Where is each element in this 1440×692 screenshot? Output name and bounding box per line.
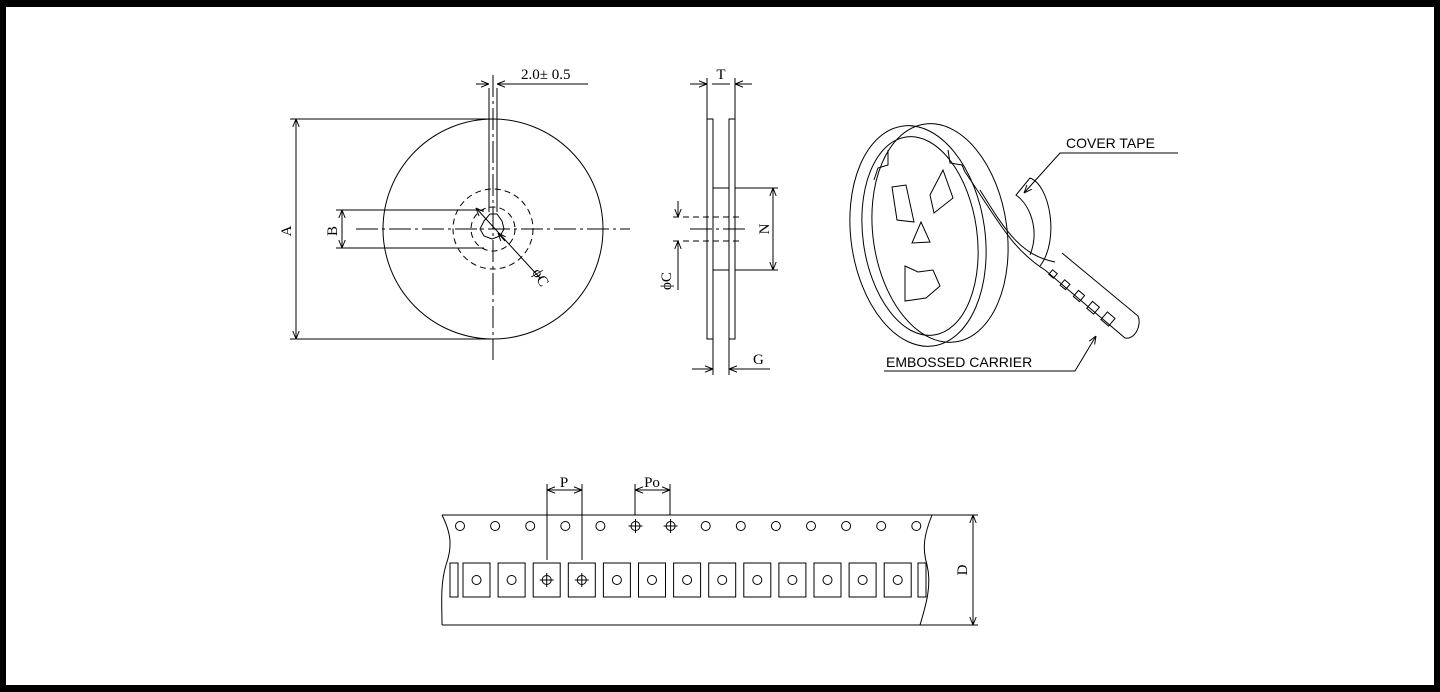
reel-window-3 [911,220,931,244]
label-slot-width: 2.0± 0.5 [521,67,570,83]
label-c-front: ϕC [529,266,552,290]
carrier-pocket-5 [1100,311,1116,327]
pocket-hole [752,575,763,585]
pocket [497,562,526,598]
carrier-leader [884,336,1096,372]
sprocket-hole [770,521,781,531]
sprocket-hole [806,521,816,531]
pocket-hole [857,575,868,585]
reel-side-view: ϕC T N G [659,67,778,375]
reel-front-view: A B ϕC 2.0± 0.5 [279,67,630,360]
pocket-hole-crosshair [574,573,589,587]
pocket-hole [506,575,517,585]
label-cover-tape: COVER TAPE [1066,135,1155,151]
pocket-hole [682,575,693,585]
sprocket-hole [911,521,922,531]
label-b: B [325,226,341,236]
label-a: A [279,225,295,236]
pocket [602,562,631,598]
tape-wrap-inner [979,189,1056,263]
label-embossed-carrier: EMBOSSED CARRIER [886,354,1032,370]
pocket [848,562,877,598]
reel-3d-inner-rim [861,136,979,336]
pocket-hole-crosshair [539,573,554,587]
pocket [708,562,737,598]
carrier-tape [1044,252,1140,339]
pocket-hole [892,575,903,585]
sprocket-hole [525,521,536,531]
tape-wrap-outer [964,171,1046,271]
tape-left-break [441,514,451,626]
sprocket-hole [455,521,465,531]
label-c-side: ϕC [659,272,675,290]
pocket-hole [611,575,622,585]
pocket [532,562,561,598]
label-p: P [560,475,568,491]
component-pockets [449,562,927,598]
sprocket-hole [595,521,606,531]
sprocket-hole [841,521,852,531]
dim-c-arrow-inner [498,233,505,242]
pocket-hole [647,575,657,585]
carrier-pocket-4 [1086,300,1101,315]
pocket-hole [471,575,482,585]
reel-3d-back-flange [871,123,1009,343]
pocket [462,562,491,598]
carrier-pocket-1 [1048,269,1058,279]
pocket [883,562,912,598]
sprocket-hole [876,521,887,531]
carrier-pocket-2 [1059,279,1071,291]
label-t: T [716,67,725,83]
pocket [638,562,666,598]
reel-3d-notch-left [873,150,889,181]
pocket [673,562,702,598]
sprocket-hole-crosshair [628,519,643,533]
pocket [778,562,807,598]
sprocket-hole [490,521,501,531]
pocket-hole [717,575,728,585]
partial-pocket [449,562,459,598]
cover-tape [1015,177,1052,267]
reel-3d-view: COVER TAPE EMBOSSED CARRIER [849,123,1178,372]
carrier-tape-strip: P Po D [441,475,978,626]
sprocket-holes [455,519,922,533]
label-po: Po [644,475,660,491]
reel-window-1 [891,184,915,223]
carrier-pocket-3 [1072,289,1086,303]
reel-3d-front-flange [849,125,987,347]
sprocket-hole [735,521,746,531]
reel-3d-notch-right [947,149,966,173]
pocket [567,562,596,598]
reel-window-2 [929,168,954,214]
pocket [813,562,842,598]
pocket-hole [787,575,798,585]
tape-right-break [919,514,933,626]
sprocket-hole [700,521,711,531]
label-g: G [753,352,764,368]
pocket-hole [822,575,833,585]
sprocket-hole-crosshair [663,519,678,533]
reel-window-4 [904,265,941,302]
cover-tape-leader [1024,152,1178,193]
dim-c-leader [476,208,541,279]
sprocket-hole [560,521,571,531]
label-d: D [955,564,971,575]
partial-pocket [917,562,927,598]
label-n: N [757,223,773,234]
pocket [743,562,772,598]
